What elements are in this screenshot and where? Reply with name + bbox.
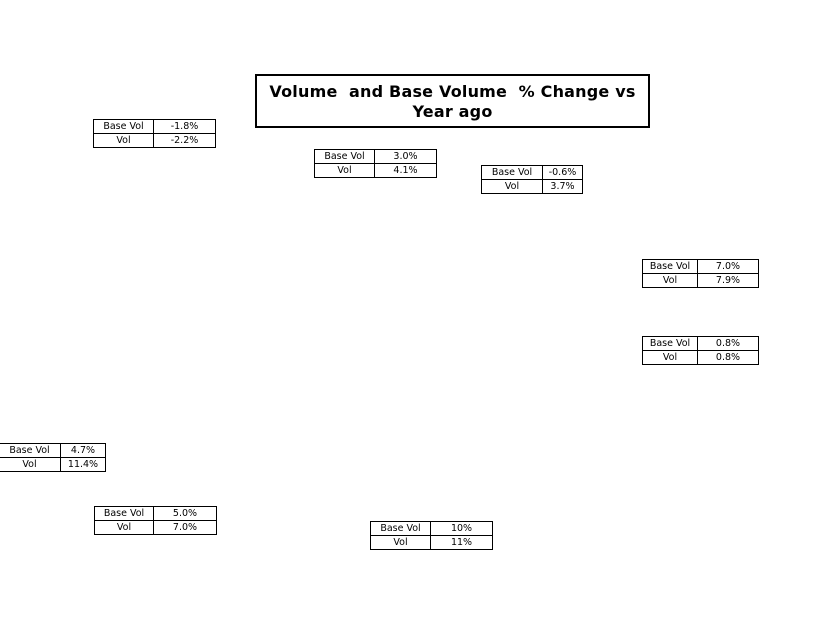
metric-label: Vol xyxy=(93,133,154,148)
metric-value: -0.6% xyxy=(542,165,583,180)
metric-value: -2.2% xyxy=(153,133,216,148)
metric-value: 7.9% xyxy=(697,273,759,288)
callout-row-base-vol: Base Vol 4.7% xyxy=(0,443,106,458)
metric-value: -1.8% xyxy=(153,119,216,134)
callout-table: Base Vol 3.0% Vol 4.1% xyxy=(314,149,437,178)
metric-label: Base Vol xyxy=(642,336,698,351)
metric-label: Base Vol xyxy=(314,149,375,164)
metric-value: 7.0% xyxy=(153,520,217,535)
metric-label: Base Vol xyxy=(370,521,431,536)
callout-table: Base Vol 0.8% Vol 0.8% xyxy=(642,336,759,365)
callout-row-vol: Vol 11.4% xyxy=(0,457,106,472)
metric-value: 7.0% xyxy=(697,259,759,274)
metric-value: 3.0% xyxy=(374,149,437,164)
callout-row-base-vol: Base Vol -1.8% xyxy=(93,119,216,134)
metric-label: Base Vol xyxy=(481,165,543,180)
metric-label: Vol xyxy=(642,350,698,365)
metric-value: 4.7% xyxy=(60,443,106,458)
callout-row-vol: Vol 7.9% xyxy=(642,273,759,288)
chart-title-line1: Volume and Base Volume % Change vs xyxy=(269,82,636,101)
metric-value: 11.4% xyxy=(60,457,106,472)
metric-value: 0.8% xyxy=(697,336,759,351)
callout-table: Base Vol -0.6% Vol 3.7% xyxy=(481,165,583,194)
metric-label: Vol xyxy=(0,457,61,472)
metric-label: Vol xyxy=(94,520,154,535)
metric-value: 3.7% xyxy=(542,179,583,194)
chart-title-box: Volume and Base Volume % Change vs Year … xyxy=(255,74,650,128)
metric-label: Base Vol xyxy=(93,119,154,134)
metric-value: 11% xyxy=(430,535,493,550)
metric-label: Vol xyxy=(314,163,375,178)
callout-row-vol: Vol 7.0% xyxy=(94,520,217,535)
callout-row-vol: Vol -2.2% xyxy=(93,133,216,148)
callout-row-vol: Vol 4.1% xyxy=(314,163,437,178)
callout-row-base-vol: Base Vol 7.0% xyxy=(642,259,759,274)
callout-row-base-vol: Base Vol 3.0% xyxy=(314,149,437,164)
callout-row-base-vol: Base Vol 0.8% xyxy=(642,336,759,351)
callout-row-base-vol: Base Vol 10% xyxy=(370,521,493,536)
chart-title-line2: Year ago xyxy=(412,102,493,121)
callout-row-vol: Vol 0.8% xyxy=(642,350,759,365)
metric-label: Vol xyxy=(642,273,698,288)
metric-label: Base Vol xyxy=(94,506,154,521)
metric-value: 10% xyxy=(430,521,493,536)
callout-row-base-vol: Base Vol -0.6% xyxy=(481,165,583,180)
metric-label: Vol xyxy=(370,535,431,550)
callout-row-vol: Vol 11% xyxy=(370,535,493,550)
callout-row-vol: Vol 3.7% xyxy=(481,179,583,194)
metric-label: Vol xyxy=(481,179,543,194)
callout-table: Base Vol -1.8% Vol -2.2% xyxy=(93,119,216,148)
callout-row-base-vol: Base Vol 5.0% xyxy=(94,506,217,521)
metric-label: Base Vol xyxy=(642,259,698,274)
metric-value: 0.8% xyxy=(697,350,759,365)
callout-table: Base Vol 7.0% Vol 7.9% xyxy=(642,259,759,288)
metric-value: 4.1% xyxy=(374,163,437,178)
metric-value: 5.0% xyxy=(153,506,217,521)
callout-table: Base Vol 10% Vol 11% xyxy=(370,521,493,550)
callout-table: Base Vol 4.7% Vol 11.4% xyxy=(0,443,106,472)
metric-label: Base Vol xyxy=(0,443,61,458)
callout-table: Base Vol 5.0% Vol 7.0% xyxy=(94,506,217,535)
